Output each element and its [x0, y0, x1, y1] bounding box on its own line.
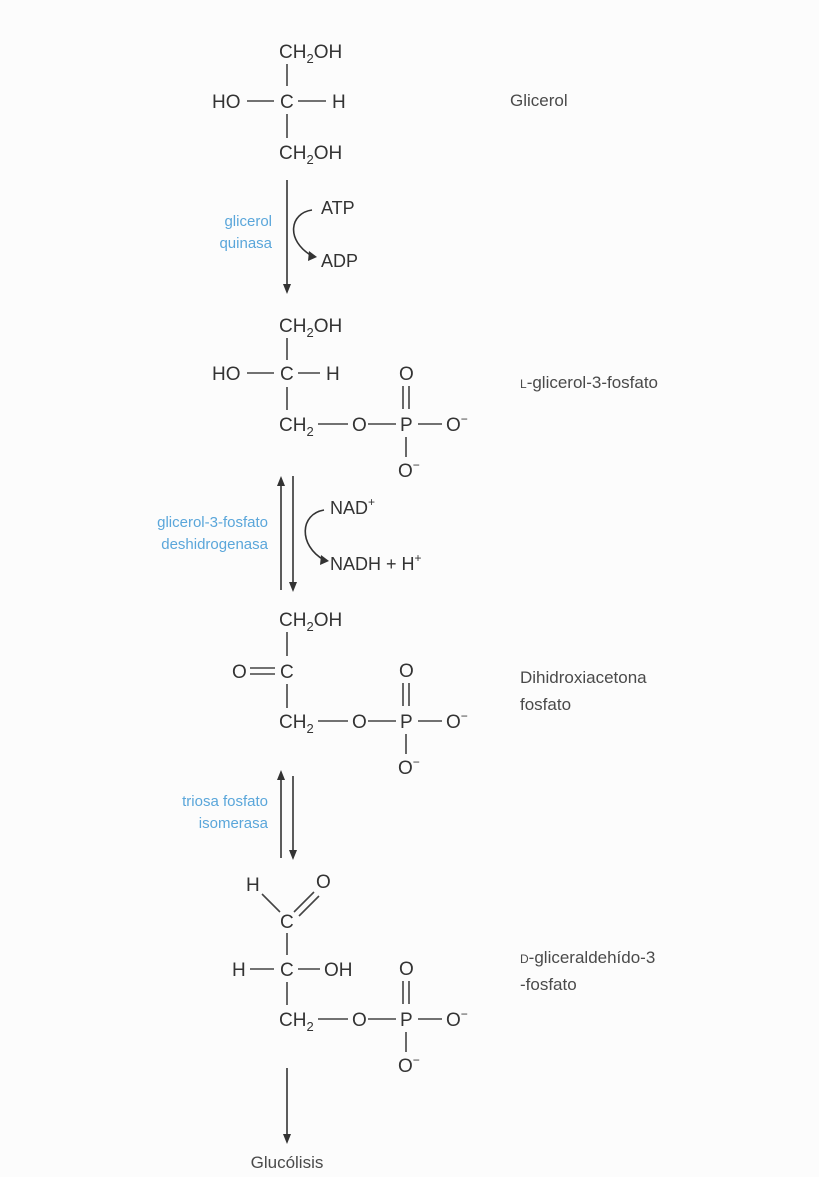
ch2oh-top: CH2OH: [279, 42, 342, 66]
h-atom: H: [232, 960, 246, 981]
name-dhap-line1: Dihidroxiacetona: [520, 668, 647, 687]
o-link: O: [352, 712, 367, 733]
enzyme-label-line1: glicerol: [224, 213, 272, 230]
ch2oh-top: CH2OH: [279, 316, 342, 340]
cofactor-atp: ATP: [321, 198, 355, 218]
ch2-group: CH2: [279, 712, 314, 736]
name-glicerol-3-fosfato: L-glicerol-3-fosfato: [520, 373, 658, 392]
double-bond: [298, 895, 320, 917]
o-minus-right: O−: [446, 412, 468, 436]
ch2-group: CH2: [279, 415, 314, 439]
carbon-atom: C: [280, 364, 294, 385]
name-dhap-line2: fosfato: [520, 695, 571, 714]
double-bond: [293, 891, 315, 913]
cofactor-curve: [304, 509, 325, 561]
arrowhead: [277, 770, 285, 780]
o-minus-bottom: O−: [398, 1053, 420, 1077]
o-top: O: [399, 959, 414, 980]
name-gap-line1: D-gliceraldehído-3: [520, 948, 655, 967]
aldehyde-h: H: [246, 875, 260, 896]
o-minus-right: O−: [446, 1007, 468, 1031]
phosphorus-atom: P: [400, 415, 413, 436]
aldehyde-o: O: [316, 872, 331, 893]
molecule-glicerol-3-fosfato: CH2OH HO C H CH2 O P O O− O−: [212, 316, 468, 482]
reaction-glicerol-quinasa: ATP ADP glicerol quinasa: [219, 180, 358, 294]
carbon-atom: C: [280, 662, 294, 683]
ch2-group: CH2: [279, 1010, 314, 1034]
enzyme-label-line2: quinasa: [219, 235, 272, 252]
enzyme-label-line1: triosa fosfato: [182, 793, 268, 810]
cofactor-curve: [292, 209, 313, 257]
reaction-triosa-fosfato-isomerasa: triosa fosfato isomerasa: [182, 770, 297, 860]
name-glicerol: Glicerol: [510, 91, 568, 110]
arrowhead: [320, 555, 329, 565]
final-product-glucolisis: Glucólisis: [251, 1153, 324, 1172]
ch2oh-top: CH2OH: [279, 610, 342, 634]
enzyme-label-line2: isomerasa: [199, 815, 269, 832]
h-atom: H: [332, 92, 346, 113]
reaction-to-glycolysis: [283, 1068, 291, 1144]
o-minus-bottom: O−: [398, 755, 420, 779]
h-atom: H: [326, 364, 340, 385]
arrowhead: [277, 476, 285, 486]
phosphorus-atom: P: [400, 712, 413, 733]
reaction-glicerol-3-fosfato-deshidrogenasa: NAD+ NADH + H+ glicerol-3-fosfato deshid…: [157, 476, 422, 592]
o-link: O: [352, 415, 367, 436]
o-top: O: [399, 661, 414, 682]
molecule-glicerol: CH2OH HO C H CH2OH: [212, 42, 346, 167]
arrowhead: [289, 850, 297, 860]
carbon-atom: C: [280, 92, 294, 113]
phosphorus-atom: P: [400, 1010, 413, 1031]
cofactor-adp: ADP: [321, 251, 358, 271]
oh-group: OH: [324, 960, 353, 981]
arrowhead: [308, 251, 317, 261]
enzyme-label-line2: deshidrogenasa: [161, 536, 268, 553]
arrowhead: [283, 284, 291, 294]
o-top: O: [399, 364, 414, 385]
cofactor-nad: NAD+: [330, 495, 375, 518]
bond: [261, 893, 281, 913]
molecule-dihidroxiacetona-fosfato: CH2OH O C CH2 O P O O− O−: [232, 610, 468, 779]
arrowhead: [289, 582, 297, 592]
cofactor-nadh: NADH + H+: [330, 551, 422, 574]
ho-group: HO: [212, 364, 241, 385]
aldehyde-c: C: [280, 912, 294, 933]
ho-group: HO: [212, 92, 241, 113]
carbon-atom: C: [280, 960, 294, 981]
enzyme-label-line1: glicerol-3-fosfato: [157, 514, 268, 531]
o-minus-bottom: O−: [398, 458, 420, 482]
name-gap-line2: -fosfato: [520, 975, 577, 994]
arrowhead: [283, 1134, 291, 1144]
molecule-gliceraldehido-3-fosfato: H O C H C OH CH2 O P O O− O−: [232, 872, 468, 1077]
ch2oh-bottom: CH2OH: [279, 143, 342, 167]
o-minus-right: O−: [446, 709, 468, 733]
o-carbonyl: O: [232, 662, 247, 683]
o-link: O: [352, 1010, 367, 1031]
